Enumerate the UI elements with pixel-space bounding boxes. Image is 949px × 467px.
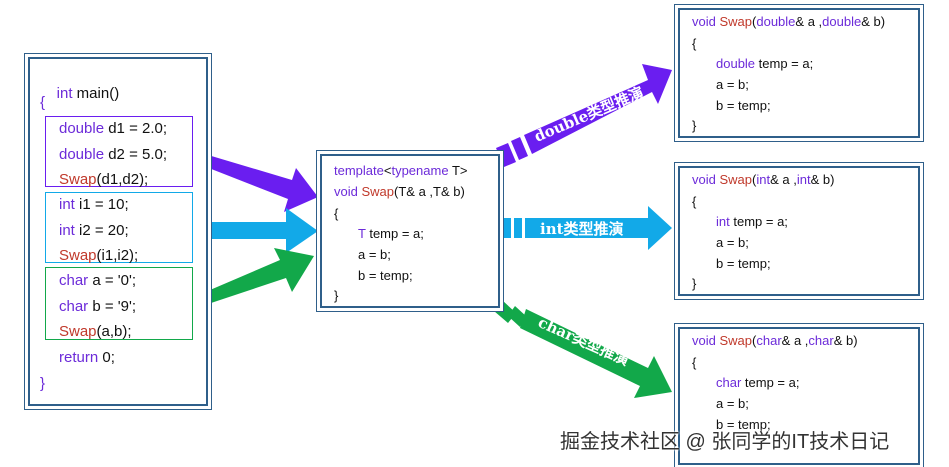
template-close-brace: } <box>334 288 339 303</box>
watermark: 掘金技术社区 @ 张同学的IT技术日记 <box>560 431 890 453</box>
template-assign-a: a = b; <box>358 247 391 262</box>
main-function-box: int main() { double d1 = 2.0; double d2 … <box>28 57 208 406</box>
dash-double-2 <box>511 137 528 160</box>
template-temp-line: T temp = a; <box>358 226 424 241</box>
double-d1-line: double d1 = 2.0; <box>59 120 168 137</box>
arrow-int-to-template <box>198 208 318 253</box>
template-declaration: template<typename T> <box>334 163 468 178</box>
int-i1-line: int i1 = 10; <box>59 196 129 213</box>
label-int-deduction: int类型推演 <box>540 220 624 238</box>
label-double-deduction: double类型推演 <box>532 83 647 145</box>
char-group <box>45 267 193 340</box>
int-close-brace: } <box>692 276 697 291</box>
int-instance-box: void Swap(int& a ,int& b) { int temp = a… <box>678 166 920 296</box>
char-temp-line: char temp = a; <box>716 375 800 390</box>
double-temp-line: double temp = a; <box>716 56 814 71</box>
dash-int-1 <box>501 218 511 238</box>
char-assign-a: a = b; <box>716 396 749 411</box>
template-assign-b: b = temp; <box>358 268 413 283</box>
double-d2-line: double d2 = 5.0; <box>59 146 168 163</box>
double-close-brace: } <box>692 118 697 133</box>
swap-int-call: Swap(i1,i2); <box>59 247 139 264</box>
char-a-line: char a = '0'; <box>59 272 137 289</box>
arrow-template-to-int <box>525 206 672 250</box>
char-b-line: char b = '9'; <box>59 298 137 315</box>
int-assign-b: b = temp; <box>716 256 771 271</box>
char-assign-b: b = temp; <box>716 417 771 432</box>
double-instance-box: void Swap(double& a ,double& b) { double… <box>678 8 920 138</box>
double-assign-a: a = b; <box>716 77 749 92</box>
main-header: int main() <box>56 85 120 102</box>
int-i2-line: int i2 = 20; <box>59 222 129 239</box>
swap-double-call: Swap(d1,d2); <box>59 171 149 188</box>
swap-char-call: Swap(a,b); <box>59 323 132 340</box>
arrow-template-to-double <box>524 64 672 154</box>
int-open-brace: { <box>692 194 697 209</box>
template-function-box: template<typename T> void Swap(T& a ,T& … <box>320 154 500 308</box>
char-instance-box: void Swap(char& a ,char& b) { char temp … <box>678 327 920 465</box>
arrow-template-to-char <box>520 309 672 398</box>
double-assign-b: b = temp; <box>716 98 771 113</box>
return-line: return 0; <box>59 349 115 366</box>
int-group <box>45 192 193 263</box>
template-signature: void Swap(T& a ,T& b) <box>334 184 465 199</box>
arrow-double-to-template <box>196 152 318 212</box>
char-open-brace: { <box>692 355 697 370</box>
dash-double-1 <box>496 143 516 167</box>
int-signature: void Swap(int& a ,int& b) <box>692 172 835 187</box>
double-signature: void Swap(double& a ,double& b) <box>692 14 886 29</box>
arrow-char-to-template <box>196 248 314 306</box>
template-open-brace: { <box>334 206 339 221</box>
dash-int-2 <box>514 218 522 238</box>
main-close-brace: } <box>40 375 46 392</box>
double-open-brace: { <box>692 36 697 51</box>
char-signature: void Swap(char& a ,char& b) <box>692 333 858 348</box>
int-temp-line: int temp = a; <box>716 214 788 229</box>
double-group <box>45 116 193 187</box>
main-open-brace: { <box>40 94 46 111</box>
int-assign-a: a = b; <box>716 235 749 250</box>
